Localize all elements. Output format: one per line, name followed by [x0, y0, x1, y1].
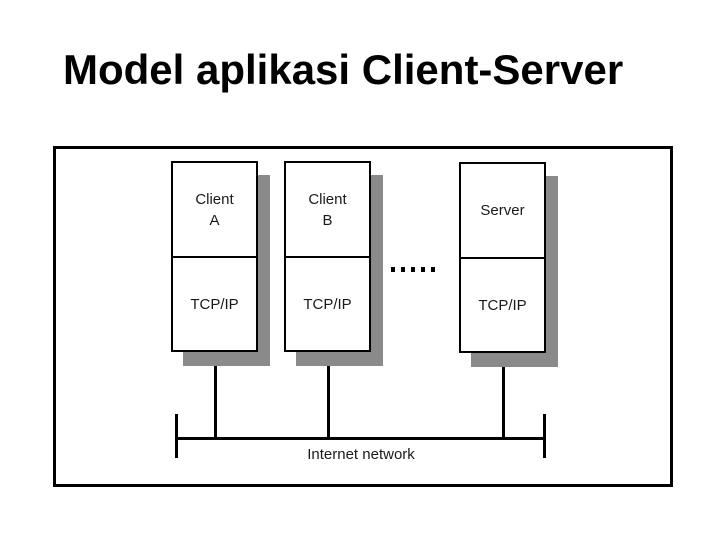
- node-server: Server TCP/IP: [459, 162, 558, 367]
- node-client-b: Client B TCP/IP: [284, 161, 383, 366]
- node-label-line: B: [322, 211, 333, 229]
- node-protocol-section: TCP/IP: [173, 258, 256, 350]
- node-protocol-section: TCP/IP: [461, 259, 544, 351]
- dot: [431, 266, 435, 272]
- dot: [391, 266, 395, 272]
- node-protocol-label: TCP/IP: [478, 296, 527, 314]
- bus-line: [177, 437, 545, 440]
- node-label-line: Server: [480, 202, 525, 219]
- node-top-section: Server: [461, 164, 544, 259]
- node-top-section: Client B: [286, 163, 369, 258]
- node-label-line: Client: [308, 190, 347, 208]
- dot: [421, 266, 425, 272]
- node-protocol-label: TCP/IP: [303, 295, 352, 313]
- node-top-section: Client A: [173, 163, 256, 258]
- dot: [401, 266, 405, 272]
- node-label-line: Client: [195, 190, 234, 208]
- node-box: Client A TCP/IP: [171, 161, 258, 352]
- node-label-line: A: [209, 211, 220, 229]
- ellipsis-dots: [391, 266, 435, 272]
- node-box: Client B TCP/IP: [284, 161, 371, 352]
- node-protocol-label: TCP/IP: [190, 295, 239, 313]
- bus-label: Internet network: [307, 446, 415, 463]
- bus-terminator-right: [543, 414, 546, 458]
- dot: [411, 266, 415, 272]
- node-box: Server TCP/IP: [459, 162, 546, 353]
- node-client-a: Client A TCP/IP: [171, 161, 270, 366]
- bus-terminator-left: [175, 414, 178, 458]
- connector-line-client-b: [327, 352, 330, 440]
- node-protocol-section: TCP/IP: [286, 258, 369, 350]
- page-title: Model aplikasi Client-Server: [63, 46, 624, 93]
- connector-line-client-a: [214, 352, 217, 440]
- connector-line-server: [502, 352, 505, 440]
